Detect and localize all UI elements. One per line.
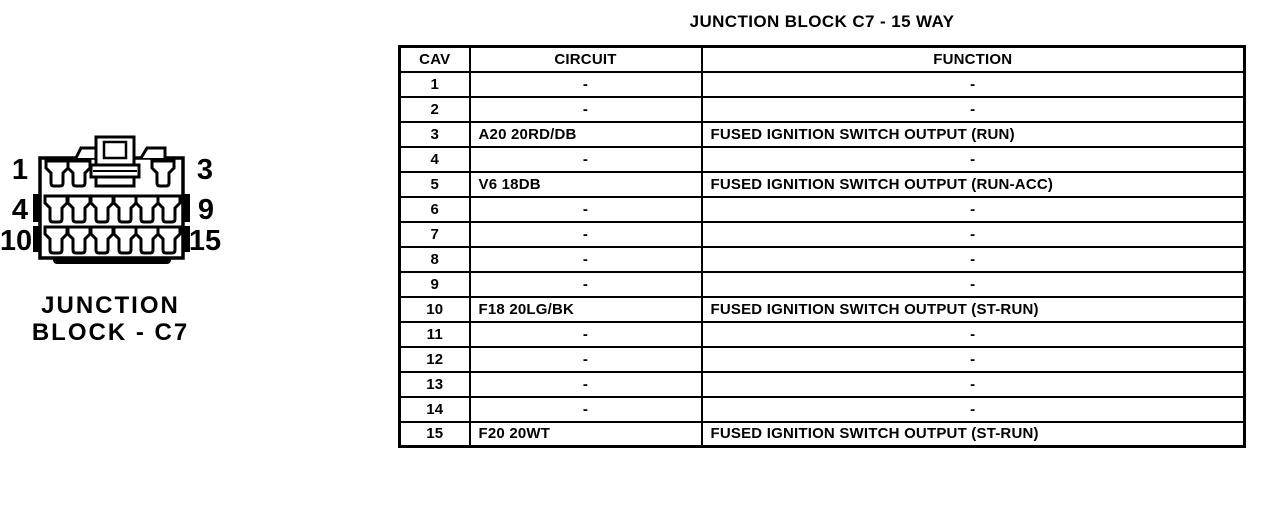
connector-side-tabs (33, 194, 190, 252)
function-cell: FUSED IGNITION SWITCH OUTPUT (ST-RUN) (700, 295, 1246, 323)
circuit-cell: - (468, 145, 703, 173)
table-row: 1-- (398, 70, 1246, 98)
cav-cell: 9 (398, 270, 471, 298)
table-row: 9-- (398, 270, 1246, 298)
table-row: 11-- (398, 320, 1246, 348)
function-cell: FUSED IGNITION SWITCH OUTPUT (RUN) (700, 120, 1246, 148)
connector-caption-line2: BLOCK - C7 (31, 319, 190, 346)
function-cell: - (700, 395, 1246, 423)
circuit-cell: V6 18DB (468, 170, 703, 198)
cav-cell: 3 (398, 120, 471, 148)
connector-top-tab-left (74, 146, 98, 159)
cav-cell: 1 (398, 70, 471, 98)
table-row: 14-- (398, 395, 1246, 423)
circuit-cell: - (468, 245, 703, 273)
page-title: JUNCTION BLOCK C7 - 15 WAY (689, 12, 955, 31)
circuit-cell: - (468, 220, 703, 248)
table-header-row: CAV CIRCUIT FUNCTION (398, 45, 1246, 73)
cav-cell: 13 (398, 370, 471, 398)
function-cell: - (700, 220, 1246, 248)
pin-label-3: 3 (197, 154, 213, 186)
connector-diagram: 1 3 4 9 10 15 (0, 135, 221, 264)
table-row: 7-- (398, 220, 1246, 248)
table-row: 4-- (398, 145, 1246, 173)
cav-cell: 12 (398, 345, 471, 373)
circuit-cell: F20 20WT (468, 420, 703, 448)
circuit-cell: - (468, 320, 703, 348)
table-row: 13-- (398, 370, 1246, 398)
function-cell: - (700, 370, 1246, 398)
circuit-cell: - (468, 70, 703, 98)
table-row: 6-- (398, 195, 1246, 223)
table-row: 2-- (398, 95, 1246, 123)
connector-pins-row3 (43, 225, 182, 255)
connector-pins-row1 (44, 159, 176, 188)
function-cell: - (700, 70, 1246, 98)
connector-figure: 1 3 4 9 10 15 (0, 128, 230, 280)
cav-cell: 5 (398, 170, 471, 198)
pin-label-9: 9 (198, 194, 214, 226)
cav-cell: 7 (398, 220, 471, 248)
table-header-function: FUNCTION (700, 45, 1246, 73)
function-cell: - (700, 270, 1246, 298)
function-cell: - (700, 195, 1246, 223)
table-row: 12-- (398, 345, 1246, 373)
cav-cell: 14 (398, 395, 471, 423)
cav-cell: 11 (398, 320, 471, 348)
table-row: 8-- (398, 245, 1246, 273)
table-header-cav: CAV (398, 45, 471, 73)
function-cell: - (700, 320, 1246, 348)
function-cell: FUSED IGNITION SWITCH OUTPUT (RUN-ACC) (700, 170, 1246, 198)
function-cell: FUSED IGNITION SWITCH OUTPUT (ST-RUN) (700, 420, 1246, 448)
function-cell: - (700, 345, 1246, 373)
cav-cell: 15 (398, 420, 471, 448)
connector-caption-line1: JUNCTION (41, 292, 180, 319)
connector-caption: JUNCTION BLOCK - C7 (8, 292, 213, 346)
cav-cell: 8 (398, 245, 471, 273)
circuit-cell: - (468, 370, 703, 398)
circuit-cell: F18 20LG/BK (468, 295, 703, 323)
circuit-cell: - (468, 95, 703, 123)
cav-cell: 6 (398, 195, 471, 223)
pin-label-10: 10 (0, 225, 32, 257)
circuit-cell: - (468, 345, 703, 373)
connector-top-tab-right (139, 146, 167, 159)
connector-pins-row2 (43, 194, 182, 224)
pin-label-4: 4 (12, 194, 28, 226)
function-cell: - (700, 95, 1246, 123)
circuit-cell: - (468, 195, 703, 223)
pin-label-1: 1 (12, 154, 28, 186)
connector-latch (89, 135, 141, 188)
circuit-cell: - (468, 395, 703, 423)
function-cell: - (700, 145, 1246, 173)
circuit-cell: A20 20RD/DB (468, 120, 703, 148)
pin-label-15: 15 (189, 225, 221, 257)
function-cell: - (700, 245, 1246, 273)
table-header-circuit: CIRCUIT (468, 45, 703, 73)
cav-cell: 10 (398, 295, 471, 323)
circuit-cell: - (468, 270, 703, 298)
cav-cell: 2 (398, 95, 471, 123)
cav-cell: 4 (398, 145, 471, 173)
